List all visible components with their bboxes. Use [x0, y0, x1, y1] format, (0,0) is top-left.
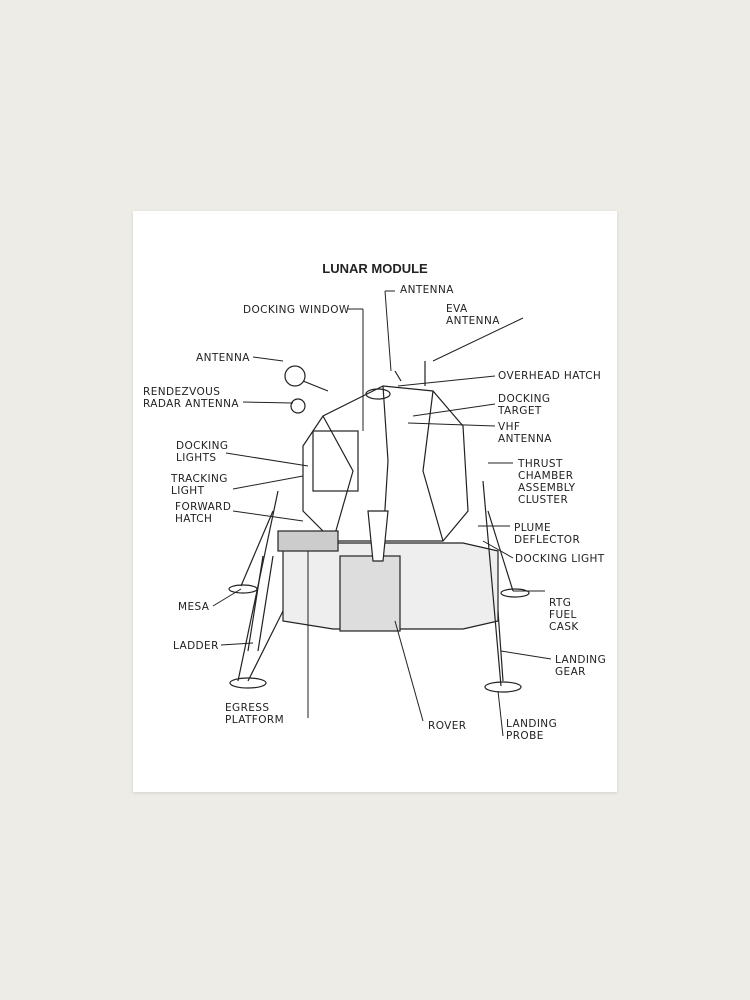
- label-landing-probe: LANDING PROBE: [506, 718, 558, 742]
- label-docking-window: DOCKING WINDOW: [243, 304, 350, 316]
- egress-platform-shape: [277, 530, 339, 552]
- label-rendezvous-radar-antenna: RENDEZVOUS RADAR ANTENNA: [143, 386, 239, 410]
- label-rover: ROVER: [428, 720, 467, 732]
- lunar-module-drawing: [212, 290, 552, 737]
- label-docking-light: DOCKING LIGHT: [515, 553, 605, 565]
- label-docking-target: DOCKING TARGET: [498, 393, 551, 417]
- label-landing-gear: LANDING GEAR: [555, 654, 607, 678]
- label-docking-lights: DOCKING LIGHTS: [176, 440, 229, 464]
- leader-lines: [212, 290, 552, 737]
- descent-stage: [282, 542, 499, 632]
- label-egress-platform: EGRESS PLATFORM: [225, 702, 285, 726]
- label-rtg-fuel-cask: RTG FUEL CASK: [549, 597, 579, 633]
- label-eva-antenna: EVA ANTENNA: [446, 303, 500, 327]
- rover-bay: [339, 555, 401, 632]
- label-plume-deflector: PLUME DEFLECTOR: [514, 522, 581, 546]
- label-mesa: MESA: [178, 601, 210, 613]
- label-vhf-antenna: VHF ANTENNA: [498, 421, 552, 445]
- label-antenna-left: ANTENNA: [196, 352, 250, 364]
- landing-legs: [228, 480, 530, 693]
- diagram-title: LUNAR MODULE: [322, 261, 428, 276]
- poster-print: LUNAR MODULE: [133, 211, 617, 792]
- ascent-stage: [302, 385, 469, 562]
- label-ladder: LADDER: [173, 640, 219, 652]
- label-thrust-chamber-assembly-cluster: THRUST CHAMBER ASSEMBLY CLUSTER: [518, 458, 576, 506]
- label-overhead-hatch: OVERHEAD HATCH: [498, 370, 602, 382]
- label-forward-hatch: FORWARD HATCH: [175, 501, 232, 525]
- label-antenna-top: ANTENNA: [400, 284, 454, 296]
- antennas: [284, 361, 426, 414]
- label-tracking-light: TRACKING LIGHT: [171, 473, 228, 497]
